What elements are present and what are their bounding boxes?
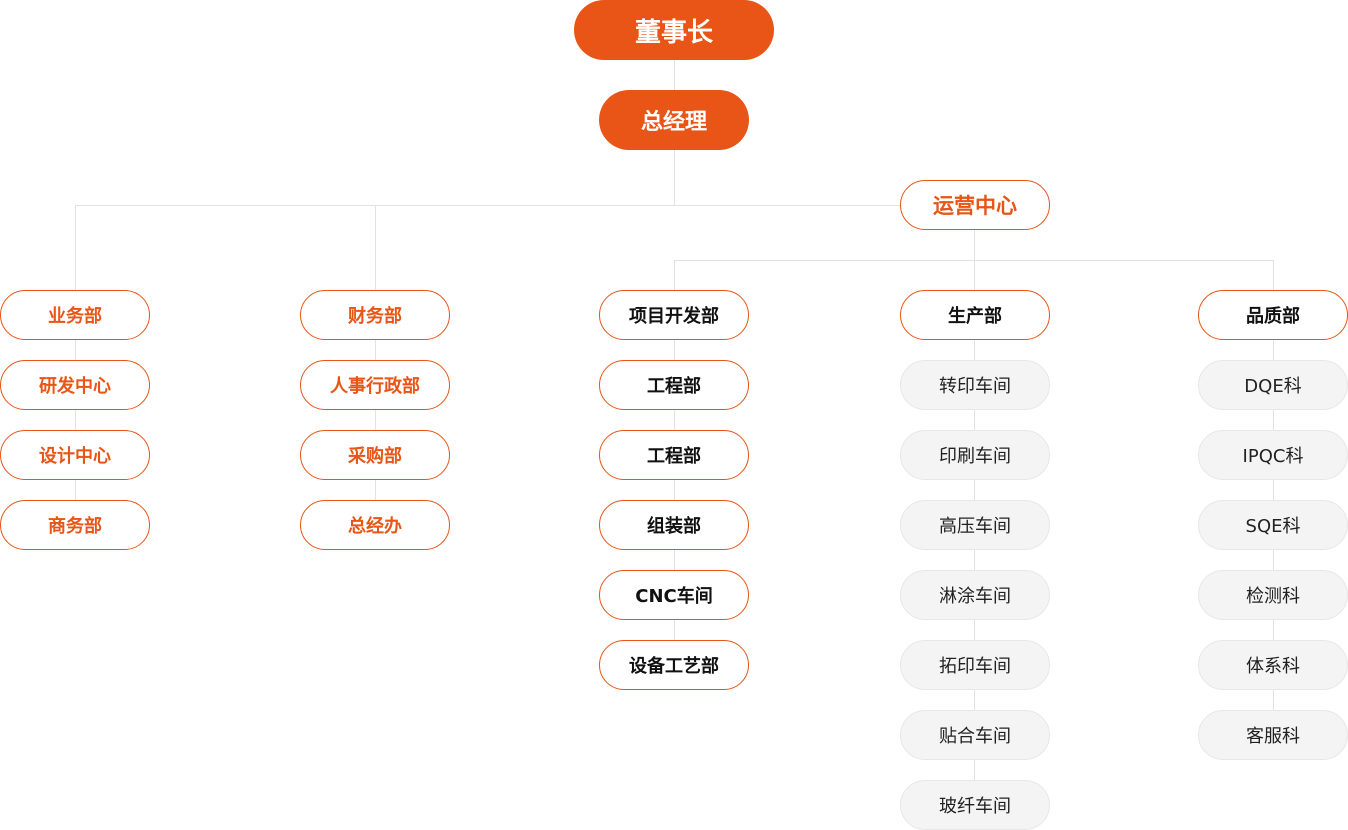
gm-office-node: 总经办 — [300, 500, 450, 550]
design-center-node: 设计中心 — [0, 430, 150, 480]
connector-production-drop — [974, 260, 975, 290]
production-dept-node: 生产部 — [900, 290, 1050, 340]
engineering-dept-node: 工程部 — [599, 430, 749, 480]
rd-center-node: 研发中心 — [0, 360, 150, 410]
connector-finance-drop — [375, 205, 376, 290]
finance-dept-node: 财务部 — [300, 290, 450, 340]
equipment-process-dept-node: 设备工艺部 — [599, 640, 749, 690]
connector-business-drop — [75, 205, 76, 290]
transfer-print-workshop-node: 转印车间 — [900, 360, 1050, 410]
connector-ops-down — [974, 230, 975, 260]
general-manager-node: 总经理 — [599, 90, 749, 150]
lamination-workshop-node: 贴合车间 — [900, 710, 1050, 760]
connector-finance-column — [375, 340, 376, 500]
connector-quality-drop — [1273, 260, 1274, 290]
system-section-node: 体系科 — [1198, 640, 1348, 690]
high-pressure-workshop-node: 高压车间 — [900, 500, 1050, 550]
connector-project-drop — [674, 260, 675, 290]
purchasing-dept-node: 采购部 — [300, 430, 450, 480]
project-dev-dept-node: 项目开发部 — [599, 290, 749, 340]
printing-workshop-node: 印刷车间 — [900, 430, 1050, 480]
assembly-dept-node: 组装部 — [599, 500, 749, 550]
flow-coating-workshop-node: 淋涂车间 — [900, 570, 1050, 620]
hr-admin-dept-node: 人事行政部 — [300, 360, 450, 410]
connector-business-column — [75, 340, 76, 500]
connector-ceo-gm — [674, 60, 675, 90]
operations-center-node: 运营中心 — [900, 180, 1050, 230]
fiberglass-workshop-node: 玻纤车间 — [900, 780, 1050, 830]
connector-project-column — [674, 340, 675, 640]
commerce-dept-node: 商务部 — [0, 500, 150, 550]
cnc-workshop-node: CNC车间 — [599, 570, 749, 620]
chairman-node: 董事长 — [574, 0, 774, 60]
quality-dept-node: 品质部 — [1198, 290, 1348, 340]
inspection-section-node: 检测科 — [1198, 570, 1348, 620]
business-dept-node: 业务部 — [0, 290, 150, 340]
customer-service-section-node: 客服科 — [1198, 710, 1348, 760]
connector-production-column — [974, 340, 975, 780]
dqe-section-node: DQE科 — [1198, 360, 1348, 410]
engineering-dept-node: 工程部 — [599, 360, 749, 410]
connector-gm-down — [674, 150, 675, 205]
connector-main-horizontal — [75, 205, 900, 206]
rubbing-print-workshop-node: 拓印车间 — [900, 640, 1050, 690]
ipqc-section-node: IPQC科 — [1198, 430, 1348, 480]
sqe-section-node: SQE科 — [1198, 500, 1348, 550]
